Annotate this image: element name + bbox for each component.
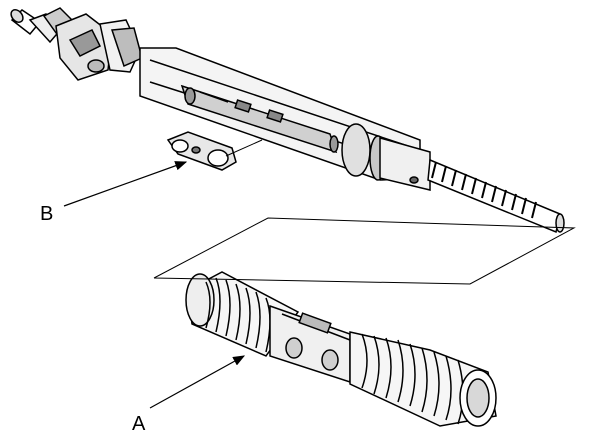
- steering-rack: [10, 7, 565, 234]
- callout-b-arrow: [63, 161, 188, 207]
- mounting-bracket: [166, 131, 237, 171]
- rack-boot: [185, 271, 497, 427]
- callout-b-label: B: [40, 203, 53, 225]
- threaded-rack-end: [427, 158, 565, 234]
- callout-a-label: A: [132, 413, 146, 435]
- callout-a-arrow: [149, 355, 246, 409]
- pinion-housing: [55, 13, 143, 81]
- alignment-line: [153, 217, 576, 285]
- bracket-leader: [225, 139, 263, 157]
- right-bellows: [349, 331, 497, 427]
- rack-end-fitting: [341, 123, 431, 191]
- boot-center-tube: [269, 304, 351, 384]
